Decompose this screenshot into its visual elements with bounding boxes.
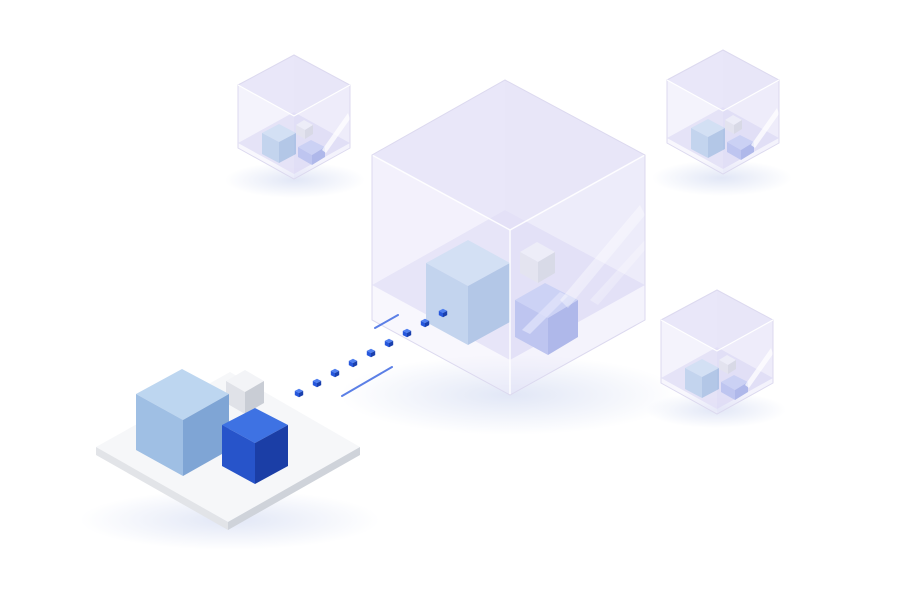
inner-periwinkle-cube (515, 283, 578, 355)
inner-white-cube (296, 120, 313, 130)
platform-white-cube (226, 370, 264, 414)
small-glass-cube-icon (660, 289, 774, 415)
transfer-dot (366, 348, 376, 358)
transfer-dot (312, 378, 322, 388)
transfer-dot (420, 318, 430, 328)
inner-white-cube (725, 115, 742, 125)
inner-periwinkle-cube (727, 135, 754, 150)
transfer-dot (438, 308, 448, 318)
data-transfer-dots-icon (294, 308, 448, 398)
inner-light-blue-cube (426, 240, 510, 345)
glass-glare (751, 108, 779, 148)
glass-edge (237, 84, 351, 117)
glass-glare (322, 113, 350, 153)
small-glass-cube-icon (237, 54, 351, 180)
platform-light-blue-cube (136, 369, 229, 476)
platform-royal-blue-cube (222, 408, 288, 484)
inner-white-cube (719, 355, 736, 365)
base-platform-icon (96, 369, 360, 530)
glass-outline (660, 289, 774, 415)
glass-outline (237, 54, 351, 180)
transfer-dot (384, 338, 394, 348)
glass-edge (660, 319, 774, 352)
small-glass-cube-icon (666, 49, 780, 175)
glass-right (510, 155, 645, 395)
transfer-dot (402, 328, 412, 338)
glass-glare (745, 348, 773, 388)
glass-edge (666, 79, 780, 112)
large-glass-cube-icon (371, 79, 646, 396)
transfer-dot (294, 388, 304, 398)
inner-white-cube (520, 242, 555, 283)
transfer-dot (330, 368, 340, 378)
inner-periwinkle-cube (298, 140, 325, 155)
inner-periwinkle-cube (721, 375, 748, 390)
glass-outline (666, 49, 780, 175)
transfer-dot (348, 358, 358, 368)
